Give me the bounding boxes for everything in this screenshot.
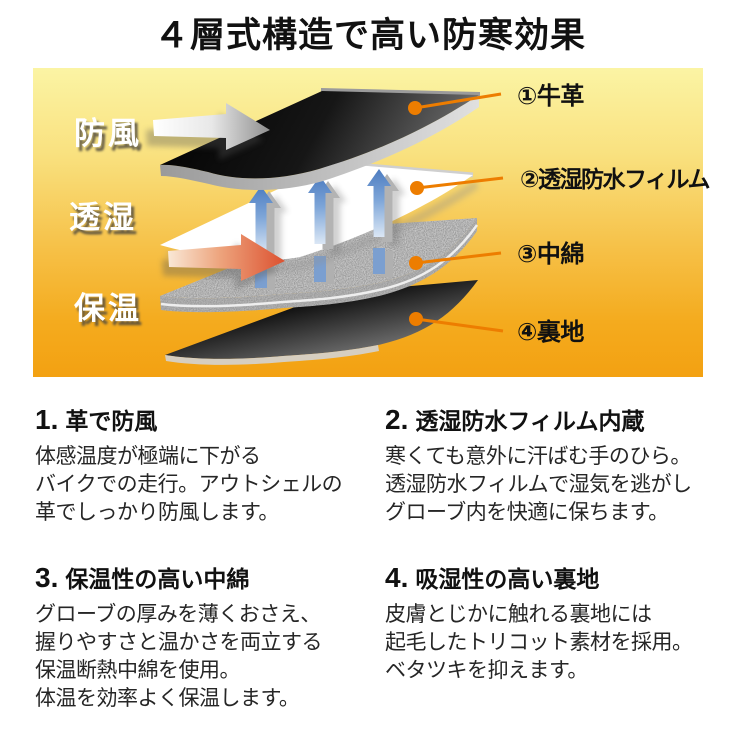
leather-edge xyxy=(160,95,479,191)
leather-layer xyxy=(160,91,479,179)
diagram-panel: 防風 透湿 保温 ①牛革 ②透湿防水フィルム ③中綿 ④裏地 xyxy=(33,68,711,377)
lining-layer xyxy=(165,280,478,359)
section-number: 4. xyxy=(385,562,409,593)
section-number: 2. xyxy=(385,404,409,435)
section-body: 寒くても意外に汗ばむ手のひら。 透湿防水フィルムで湿気を逃がし グローブ内を快適… xyxy=(385,445,692,524)
padding-edge-highlight xyxy=(160,224,479,308)
page-title: ４層式構造で高い防寒効果 xyxy=(153,16,586,55)
feature-sections: 1. 革で防風 体感温度が極端に下がる バイクでの走行。アウトシェルの 革でしっ… xyxy=(35,402,707,713)
callout-film: ②透湿防水フィルム xyxy=(520,166,711,192)
section-number: 1. xyxy=(35,404,59,435)
section-number: 3. xyxy=(35,562,59,593)
label-breathable: 透湿 xyxy=(69,200,137,235)
section-film: 2. 透湿防水フィルム内蔵 寒くても意外に汗ばむ手のひら。 透湿防水フィルムで湿… xyxy=(385,402,707,527)
section-body: 皮膚とじかに触れる裏地には 起毛したトリコット素材を採用。 ベタツキを抑えます。 xyxy=(385,603,693,682)
section-body: 体感温度が極端に下がる バイクでの走行。アウトシェルの 革でしっかり防風します。 xyxy=(35,445,343,524)
section-heading: 1. 革で防風 xyxy=(35,402,385,436)
section-heading: 2. 透湿防水フィルム内蔵 xyxy=(385,402,707,436)
section-title: 革で防風 xyxy=(65,408,158,434)
callout-lines xyxy=(414,92,504,333)
section-body: グローブの厚みを薄くおさえ、 握りやすさと温かさを両立する 保温断熱中綿を使用。… xyxy=(35,603,323,710)
section-windproof: 1. 革で防風 体感温度が極端に下がる バイクでの走行。アウトシェルの 革でしっ… xyxy=(35,402,385,527)
callout-dots xyxy=(408,101,424,326)
callout-padding: ③中綿 xyxy=(517,241,584,268)
label-heat-retention: 保温 xyxy=(74,291,142,326)
callout-lining: ④裏地 xyxy=(517,319,584,346)
section-lining: 4. 吸湿性の高い裏地 皮膚とじかに触れる裏地には 起毛したトリコット素材を採用… xyxy=(385,560,707,713)
section-title: 保温性の高い中綿 xyxy=(65,566,250,592)
section-title: 吸湿性の高い裏地 xyxy=(415,566,600,592)
callout-leather: ①牛革 xyxy=(517,83,584,110)
section-title: 透湿防水フィルム内蔵 xyxy=(415,408,645,434)
heat-arrow xyxy=(168,234,285,281)
section-padding: 3. 保温性の高い中綿 グローブの厚みを薄くおさえ、 握りやすさと温かさを両立す… xyxy=(35,560,385,713)
section-heading: 3. 保温性の高い中綿 xyxy=(35,560,385,594)
label-windproof: 防風 xyxy=(74,116,142,151)
section-heading: 4. 吸湿性の高い裏地 xyxy=(385,560,707,594)
wind-arrow xyxy=(153,103,270,150)
layers-diagram xyxy=(146,88,504,365)
lining-front-edge xyxy=(165,345,379,365)
